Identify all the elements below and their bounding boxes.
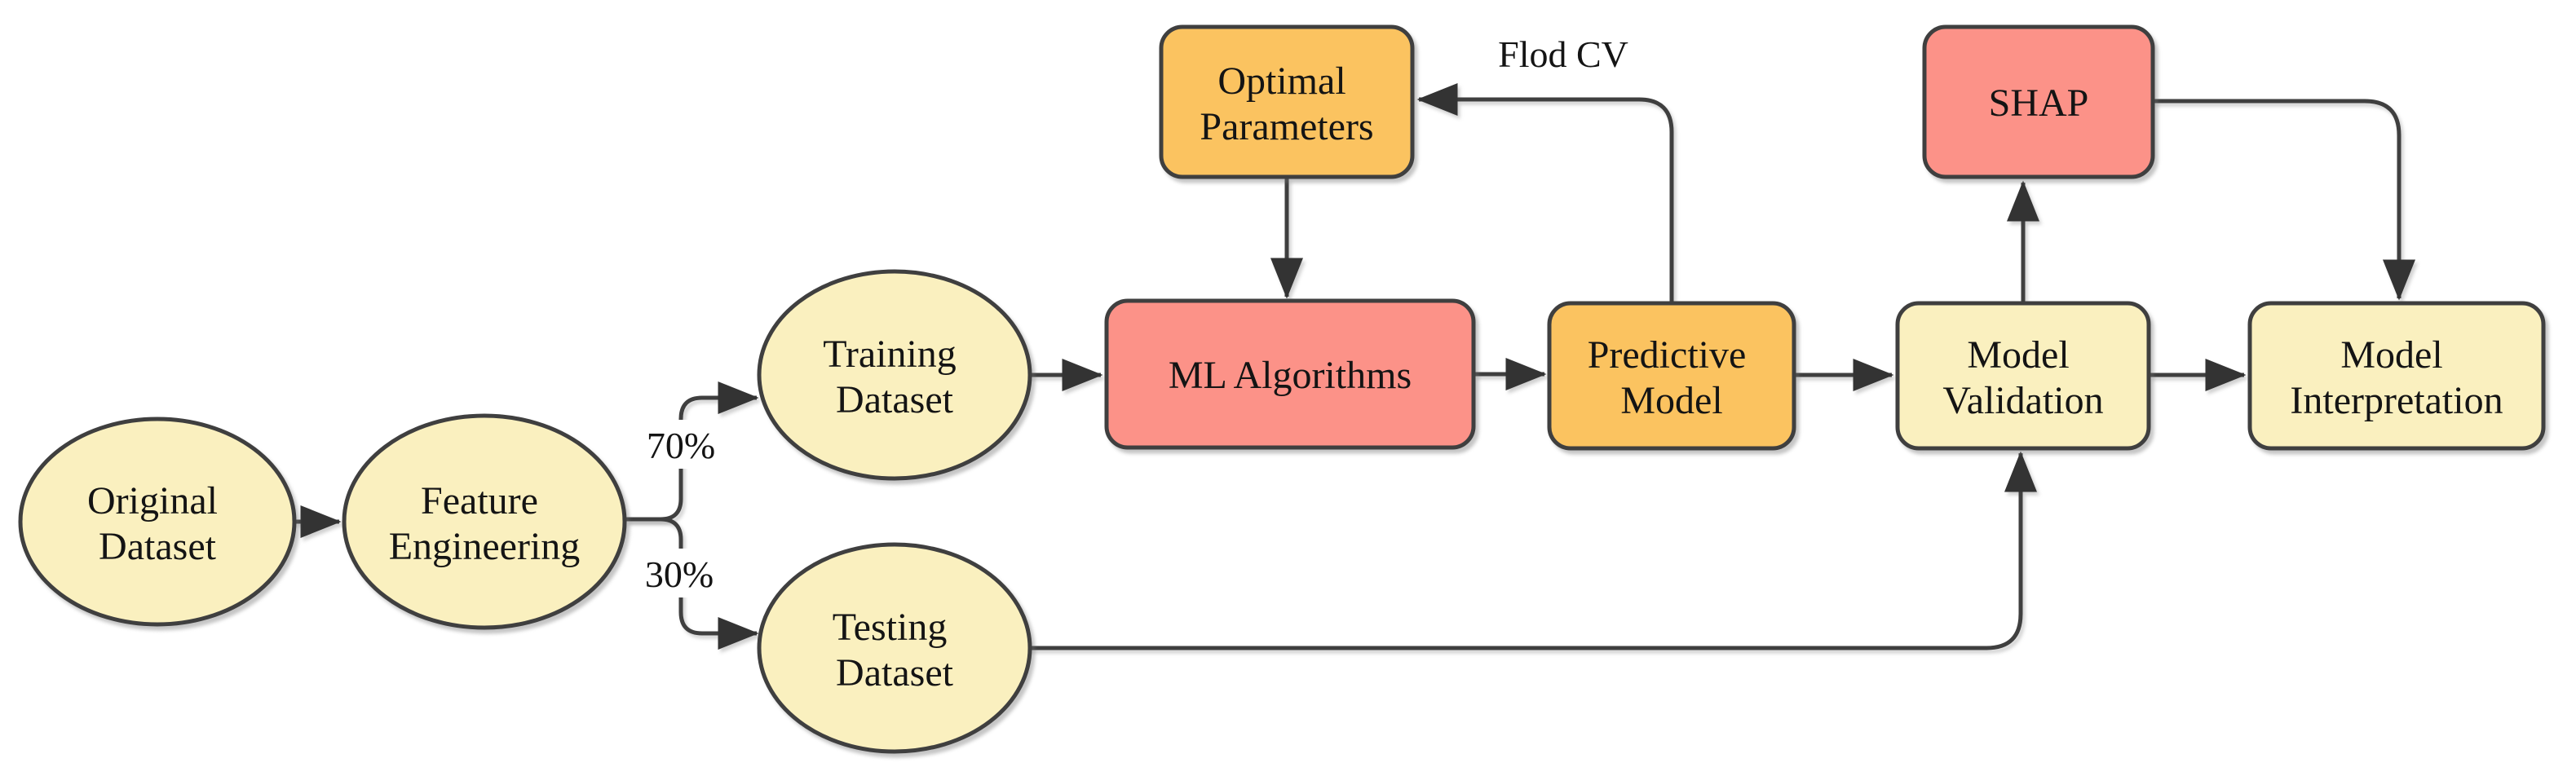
ml-algorithms-shape xyxy=(1104,298,1476,450)
original-dataset-label: Original Dataset xyxy=(87,479,228,568)
node-shap: SHAP xyxy=(1922,24,2155,179)
shap-shape xyxy=(1922,24,2155,179)
node-model-interpretation: Model Interpretation xyxy=(2247,301,2546,451)
edge-label-train-split: 70% xyxy=(638,420,723,469)
feature-engineering-label: Feature Engineering xyxy=(389,479,581,568)
feature-engineering-shape xyxy=(342,413,627,630)
edge-predictive-model-to-optimal-parameters xyxy=(1416,83,1674,302)
testing-dataset-shape xyxy=(757,542,1032,754)
optimal-parameters-shape xyxy=(1159,24,1415,179)
connector-line xyxy=(1416,83,1674,302)
ml-algorithms-label: ML Algorithms xyxy=(1169,354,1412,397)
node-feature-engineering: Feature Engineering xyxy=(342,413,627,630)
edge-label-fold-cv: Flod CV xyxy=(1498,33,1628,75)
fold-cv-label: Flod CV xyxy=(1498,33,1628,75)
model-interpretation-shape xyxy=(2247,301,2546,451)
model-validation-shape xyxy=(1895,301,2151,451)
test-split-label: 30% xyxy=(645,553,714,595)
training-dataset-shape xyxy=(757,269,1032,481)
optimal-parameters-label: Optimal Parameters xyxy=(1200,60,1373,148)
node-optimal-parameters: Optimal Parameters xyxy=(1159,24,1415,179)
edge-testing-dataset-to-model-validation xyxy=(1030,451,2037,650)
train-split-label: 70% xyxy=(647,425,715,466)
training-dataset-label: Training Dataset xyxy=(823,333,966,421)
predictive-model-label: Predictive Model xyxy=(1588,333,1756,422)
node-original-dataset: Original Dataset xyxy=(18,417,297,627)
node-model-validation: Model Validation xyxy=(1895,301,2151,451)
node-predictive-model: Predictive Model xyxy=(1547,301,1796,451)
connector-line xyxy=(2154,99,2415,301)
shap-label: SHAP xyxy=(1989,82,2089,125)
node-ml-algorithms: ML Algorithms xyxy=(1104,298,1476,450)
edge-label-bg xyxy=(637,549,722,597)
edge-label-bg xyxy=(638,420,723,469)
edge-label-test-split: 30% xyxy=(637,549,722,597)
connector-line xyxy=(1030,451,2037,650)
model-validation-label: Model Validation xyxy=(1942,333,2103,422)
testing-dataset-label: Testing Dataset xyxy=(833,606,957,694)
node-training-dataset: Training Dataset xyxy=(757,269,1032,481)
model-interpretation-label: Model Interpretation xyxy=(2290,333,2503,422)
original-dataset-shape xyxy=(18,417,297,627)
edge-shap-to-model-interpretation xyxy=(2154,99,2415,301)
predictive-model-shape xyxy=(1547,301,1796,451)
node-testing-dataset: Testing Dataset xyxy=(757,542,1032,754)
